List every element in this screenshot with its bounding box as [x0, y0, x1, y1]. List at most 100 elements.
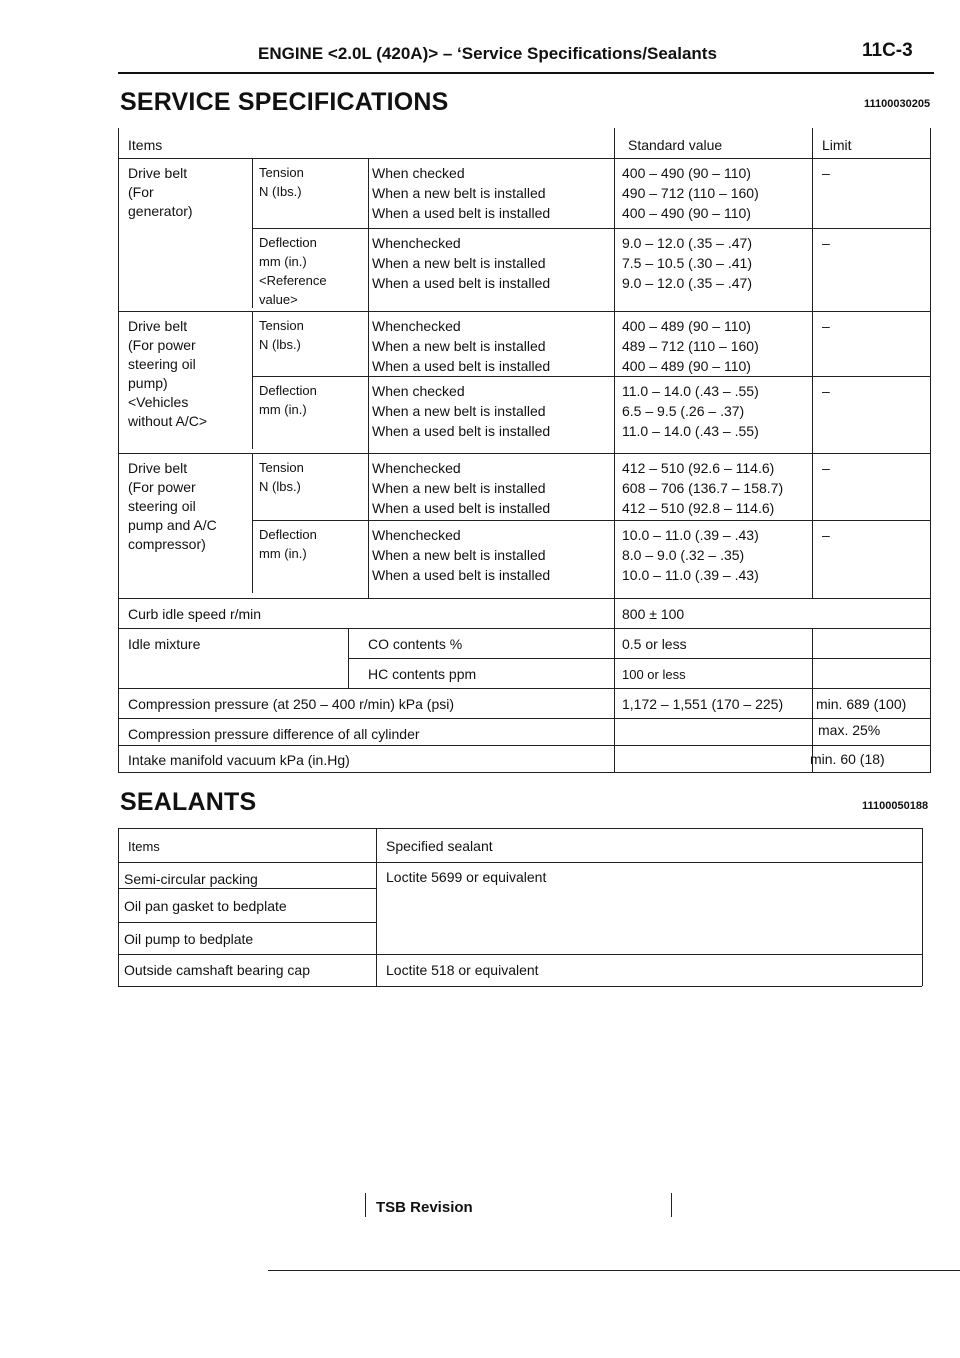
- co-contents-value: 0.5 or less: [622, 636, 687, 652]
- limit-cell: –: [822, 235, 830, 251]
- group-label: Deflection: [259, 527, 317, 542]
- row-rule: [118, 598, 930, 599]
- condition-cell: When checked: [372, 165, 465, 181]
- block-item-label: <Vehicles: [128, 394, 189, 410]
- standard-value-cell: 608 – 706 (136.7 – 158.7): [622, 480, 784, 496]
- group-label: Tension: [259, 318, 304, 333]
- condition-cell: When a used belt is installed: [372, 358, 551, 374]
- compression-diff-limit: max. 25%: [818, 722, 881, 738]
- curb-idle-value: 800 ± 100: [622, 606, 685, 622]
- group-label: mm (in.): [259, 546, 307, 561]
- sealant-bottom-rule: [118, 986, 922, 987]
- sealants-title: SEALANTS: [120, 788, 257, 816]
- standard-value-cell: 10.0 – 11.0 (.39 – .43): [622, 567, 759, 583]
- row-rule: [118, 688, 930, 689]
- standard-value-cell: 400 – 489 (90 – 110): [622, 358, 751, 374]
- block-rule: [118, 453, 930, 454]
- group-rule: [252, 520, 930, 521]
- standard-value-cell: 489 – 712 (110 – 160): [622, 338, 759, 354]
- sealant-value: Loctite 5699 or equivalent: [386, 869, 547, 885]
- co-contents-label: CO contents %: [368, 636, 463, 652]
- condition-cell: Whenchecked: [372, 460, 461, 476]
- compression-pressure-limit: min. 689 (100): [816, 696, 907, 712]
- standard-value-cell: 412 – 510 (92.6 – 114.6): [622, 460, 775, 476]
- standard-value-cell: 11.0 – 14.0 (.43 – .55): [622, 383, 759, 399]
- block-rule: [118, 311, 930, 312]
- condition-cell: Whenchecked: [372, 235, 461, 251]
- group-label: N (lbs.): [259, 337, 301, 352]
- condition-cell: When a new belt is installed: [372, 547, 546, 563]
- row-rule: [118, 745, 930, 746]
- group-label: mm (in.): [259, 402, 307, 417]
- block-item-label: (For power: [128, 479, 196, 495]
- row-rule: [118, 718, 930, 719]
- sealant-divider: [376, 828, 377, 986]
- footer-rule: [268, 1270, 960, 1271]
- sealant-header-rule: [118, 862, 922, 863]
- standard-value-cell: 10.0 – 11.0 (.39 – .43): [622, 527, 759, 543]
- limit-cell: –: [822, 318, 830, 334]
- row-rule: [348, 658, 930, 659]
- group-label: Tension: [259, 165, 304, 180]
- hc-contents-value: 100 or less: [622, 667, 686, 682]
- sealant-item: Semi-circular packing: [124, 871, 258, 887]
- block-item-label: (For: [128, 184, 154, 200]
- limit-divider-lower: [812, 628, 813, 773]
- group-label: Deflection: [259, 383, 317, 398]
- compression-pressure-label: Compression pressure (at 250 – 400 r/min…: [128, 696, 455, 712]
- condition-cell: When a used belt is installed: [372, 205, 551, 221]
- condition-cell: Whenchecked: [372, 527, 461, 543]
- standard-value-cell: 9.0 – 12.0 (.35 – .47): [622, 275, 752, 291]
- standard-value-cell: 8.0 – 9.0 (.32 – .35): [622, 547, 745, 563]
- condition-cell: When checked: [372, 383, 465, 399]
- block-item-label: steering oil: [128, 356, 196, 372]
- standard-value-cell: 400 – 490 (90 – 110): [622, 205, 751, 221]
- block-divider: [252, 311, 253, 449]
- group-label: <Reference: [259, 273, 327, 288]
- condition-cell: When a used belt is installed: [372, 567, 551, 583]
- group-label: mm (in.): [259, 254, 307, 269]
- service-specs-title: SERVICE SPECIFICATIONS: [120, 88, 449, 116]
- condition-cell: When a new belt is installed: [372, 185, 546, 201]
- page-code: 11C-3: [862, 40, 913, 61]
- col-header-standard: Standard value: [628, 137, 723, 153]
- sealant-row-rule: [118, 922, 376, 923]
- block-item-label: pump): [128, 375, 168, 391]
- condition-cell: When a new belt is installed: [372, 403, 546, 419]
- group-rule: [252, 228, 930, 229]
- standard-value-cell: 7.5 – 10.5 (.30 – .41): [622, 255, 752, 271]
- block-item-label: Drive belt: [128, 460, 188, 476]
- sealant-right-border: [922, 828, 923, 986]
- intake-vacuum-label: Intake manifold vacuum kPa (in.Hg): [128, 752, 350, 768]
- block-divider: [252, 453, 253, 593]
- condition-cell: When a new belt is installed: [372, 255, 546, 271]
- group-label: N (lbs.): [259, 479, 301, 494]
- group-label: Deflection: [259, 235, 317, 250]
- group-label: N (Ibs.): [259, 184, 302, 199]
- condition-cell: Whenchecked: [372, 318, 461, 334]
- tsb-revision-label: TSB Revision: [376, 1199, 473, 1216]
- block-item-label: generator): [128, 203, 193, 219]
- tsb-box: [365, 1193, 672, 1217]
- table-bottom-rule: [118, 772, 930, 773]
- sealant-top-rule: [118, 828, 922, 829]
- hc-contents-label: HC contents ppm: [368, 666, 477, 682]
- limit-divider: [812, 128, 813, 598]
- block-item-label: Drive belt: [128, 318, 188, 334]
- compression-pressure-value: 1,172 – 1,551 (170 – 225): [622, 696, 784, 712]
- sealant-col-items: Items: [128, 839, 160, 854]
- standard-value-cell: 11.0 – 14.0 (.43 – .55): [622, 423, 759, 439]
- condition-cell: When a used belt is installed: [372, 423, 551, 439]
- block-rule: [118, 158, 930, 159]
- standard-value-cell: 6.5 – 9.5 (.26 – .37): [622, 403, 745, 419]
- sealant-item: Outside camshaft bearing cap: [124, 962, 310, 978]
- idle-mixture-label: Idle mixture: [128, 636, 201, 652]
- curb-idle-label: Curb idle speed r/min: [128, 606, 262, 622]
- standard-value-cell: 400 – 489 (90 – 110): [622, 318, 751, 334]
- standard-value-cell: 400 – 490 (90 – 110): [622, 165, 751, 181]
- standard-divider: [614, 128, 615, 773]
- sealant-left-border: [118, 828, 119, 986]
- sealant-row-rule: [118, 954, 376, 955]
- group-rule: [252, 376, 930, 377]
- condition-cell: When a new belt is installed: [372, 480, 546, 496]
